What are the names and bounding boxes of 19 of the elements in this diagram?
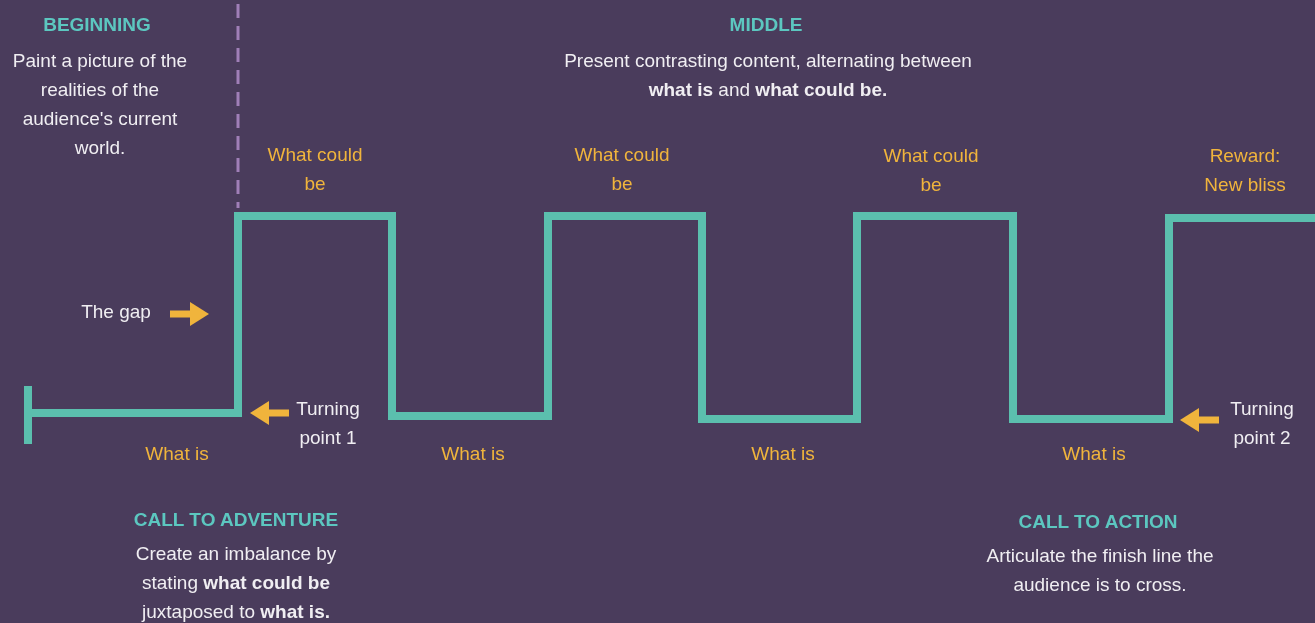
wave-label: What is [144, 442, 210, 466]
annotation-text: Turning point 2 [1229, 397, 1295, 450]
wave-label: What is [750, 442, 816, 466]
description-text: Present contrasting content, alternating between what is and what could be. [563, 49, 973, 102]
section-heading: MIDDLE [728, 13, 804, 37]
annotation-text: The gap [80, 300, 152, 324]
annotation-text: Turning point 1 [295, 397, 361, 450]
wave-label: What is [440, 442, 506, 466]
wave-label: What could be [573, 143, 671, 196]
wave-label: What is [1061, 442, 1127, 466]
wave-label: Reward: New bliss [1203, 144, 1287, 197]
description-text: Paint a picture of the realities of the audience's current world. [11, 49, 189, 160]
wave-label: What could be [882, 144, 980, 197]
section-heading: CALL TO ACTION [1017, 510, 1179, 534]
wave-label: What could be [266, 143, 364, 196]
section-heading: BEGINNING [42, 13, 152, 37]
description-text: Articulate the finish line the audience is to cross. [985, 544, 1215, 597]
description-text: Create an imbalance by stating what could be juxtaposed to what is. [134, 542, 338, 623]
section-heading: CALL TO ADVENTURE [132, 508, 340, 532]
